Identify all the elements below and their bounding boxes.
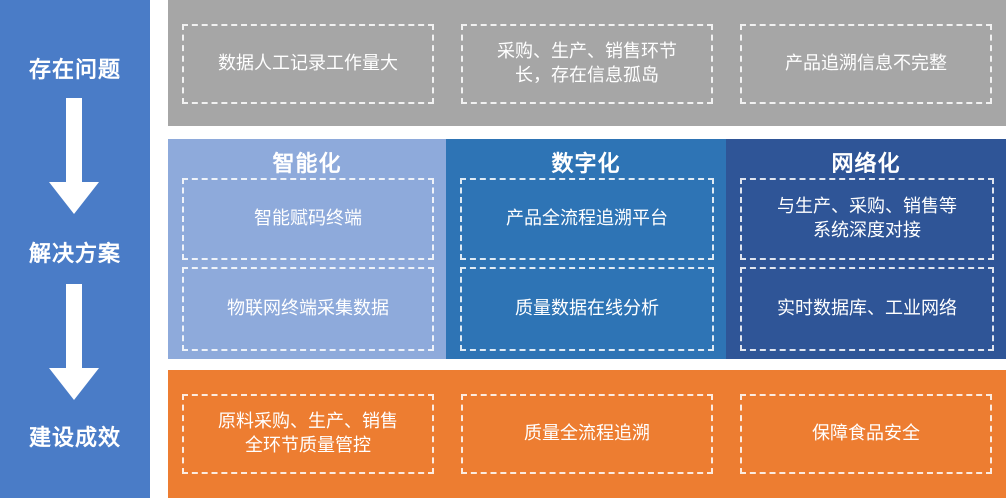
stage-label-problem: 存在问题 bbox=[28, 58, 121, 83]
problem-box: 采购、生产、销售环节 长，存在信息孤岛 bbox=[461, 24, 713, 104]
solution-title: 网络化 bbox=[831, 152, 901, 177]
solution-box: 与生产、采购、销售等 系统深度对接 bbox=[740, 178, 994, 260]
problem-band: 数据人工记录工作量大 采购、生产、销售环节 长，存在信息孤岛 产品追溯信息不完整 bbox=[168, 0, 1006, 126]
down-arrow-icon bbox=[49, 284, 99, 402]
solution-box: 物联网终端采集数据 bbox=[182, 267, 434, 351]
problem-box: 数据人工记录工作量大 bbox=[182, 24, 434, 104]
solution-column-intelligent: 智能化 智能赋码终端 物联网终端采集数据 bbox=[168, 139, 446, 359]
down-arrow-icon bbox=[49, 98, 99, 216]
solution-box: 产品全流程追溯平台 bbox=[460, 178, 714, 260]
result-box: 原料采购、生产、销售 全环节质量管控 bbox=[182, 394, 434, 474]
problem-box: 产品追溯信息不完整 bbox=[740, 24, 992, 104]
stage-label-result: 建设成效 bbox=[28, 426, 121, 451]
result-box: 质量全流程追溯 bbox=[461, 394, 713, 474]
solution-box: 质量数据在线分析 bbox=[460, 267, 714, 351]
solution-column-digital: 数字化 产品全流程追溯平台 质量数据在线分析 bbox=[446, 139, 726, 359]
result-band: 原料采购、生产、销售 全环节质量管控 质量全流程追溯 保障食品安全 bbox=[168, 370, 1006, 498]
solution-column-networked: 网络化 与生产、采购、销售等 系统深度对接 实时数据库、工业网络 bbox=[726, 139, 1006, 359]
solution-title: 智能化 bbox=[272, 152, 342, 177]
solution-title: 数字化 bbox=[551, 152, 621, 177]
stage-label-solution: 解决方案 bbox=[28, 242, 121, 267]
solution-box: 实时数据库、工业网络 bbox=[740, 267, 994, 351]
result-box: 保障食品安全 bbox=[740, 394, 992, 474]
solution-box: 智能赋码终端 bbox=[182, 178, 434, 260]
stage-column: 存在问题 解决方案 建设成效 bbox=[0, 0, 150, 498]
